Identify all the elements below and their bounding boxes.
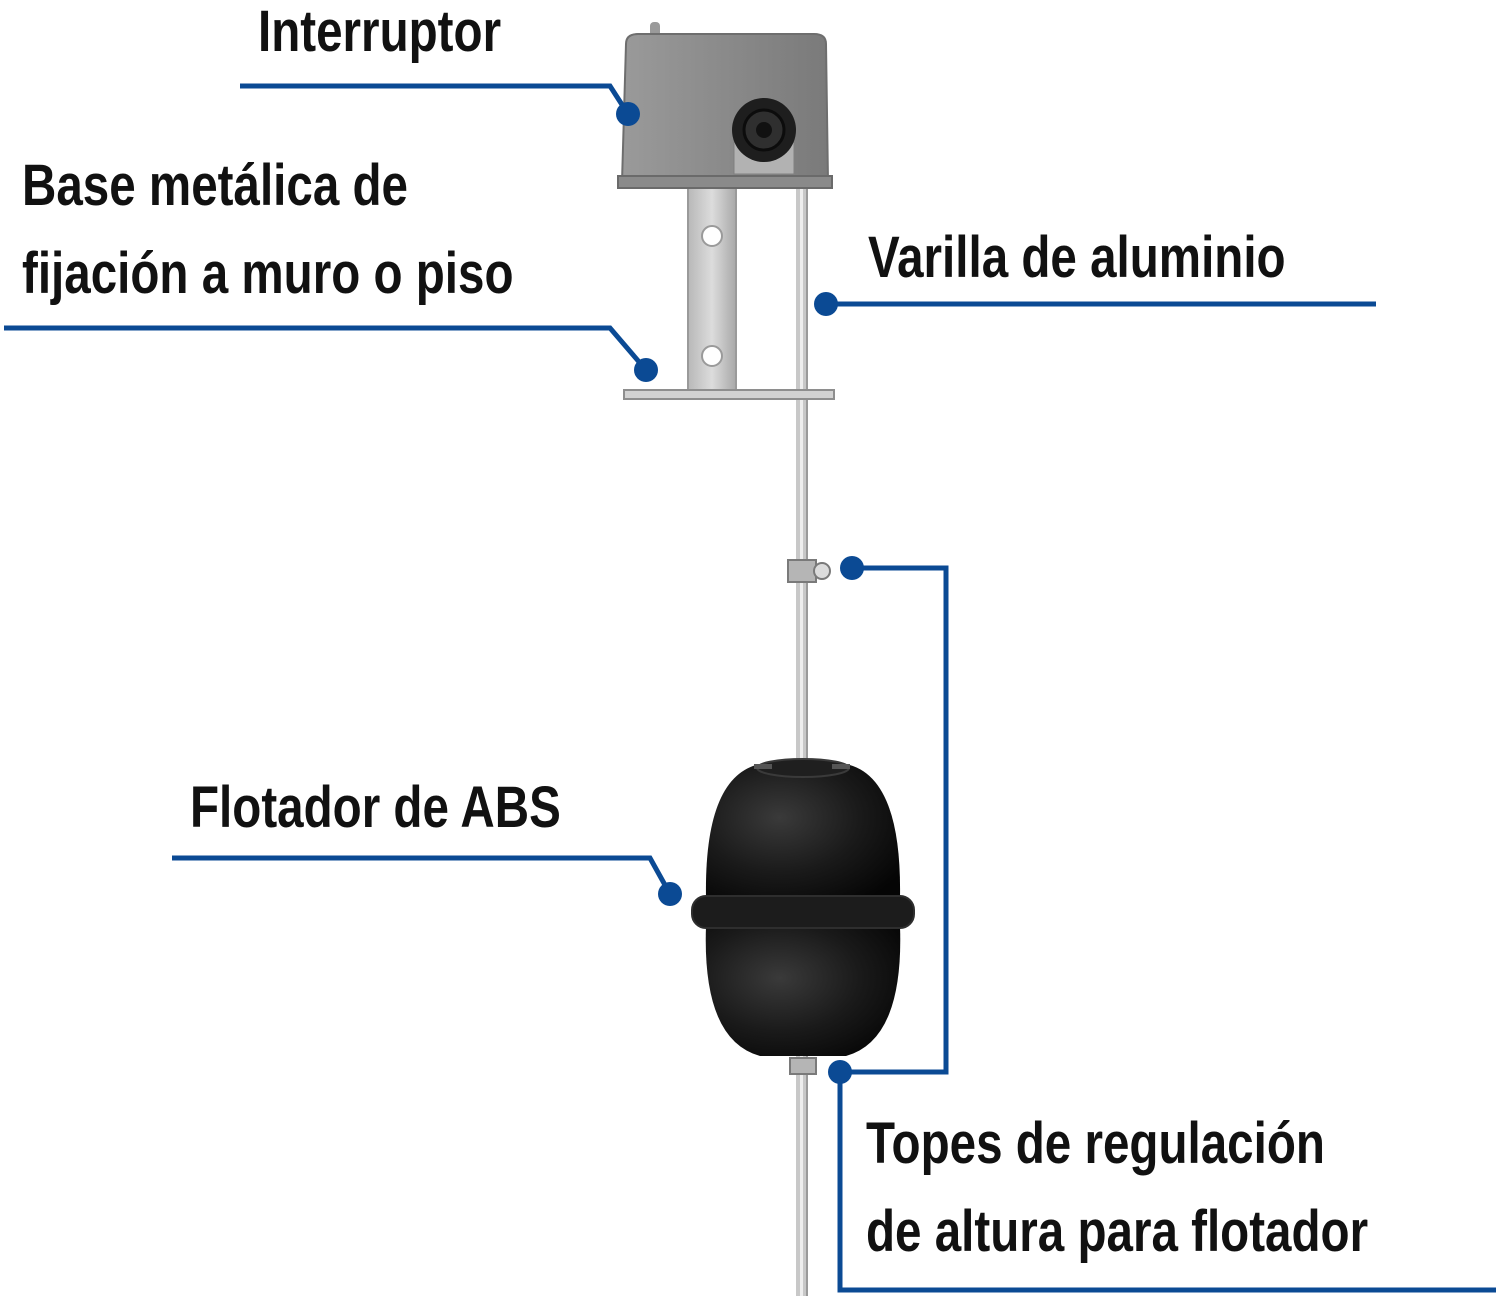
label-topes-line2: de altura para flotador <box>866 1188 1368 1276</box>
leader-dot-flotador <box>658 882 682 906</box>
label-interruptor: Interruptor <box>258 0 501 76</box>
leader-dot-topes-lower <box>828 1060 852 1084</box>
label-base-metalica: Base metálica de fijación a muro o piso <box>22 142 514 318</box>
label-topes: Topes de regulación de altura para flota… <box>866 1100 1368 1276</box>
leader-dot-interruptor <box>616 102 640 126</box>
label-base-line2: fijación a muro o piso <box>22 241 514 306</box>
leader-base <box>4 328 646 370</box>
label-flotador: Flotador de ABS <box>190 764 561 852</box>
leader-dot-varilla <box>814 292 838 316</box>
label-topes-line1: Topes de regulación <box>866 1100 1368 1188</box>
upper-height-stop <box>788 560 830 582</box>
abs-float <box>692 759 914 1056</box>
leader-flotador <box>172 858 670 894</box>
leader-dot-topes-upper <box>840 556 864 580</box>
leader-dot-base <box>634 358 658 382</box>
label-base-line1: Base metálica de <box>22 153 408 218</box>
switch-box <box>618 22 832 188</box>
leader-interruptor <box>240 86 628 114</box>
lower-height-stop <box>790 1058 816 1074</box>
label-varilla: Varilla de aluminio <box>868 214 1286 302</box>
aluminum-rod <box>796 180 808 1296</box>
